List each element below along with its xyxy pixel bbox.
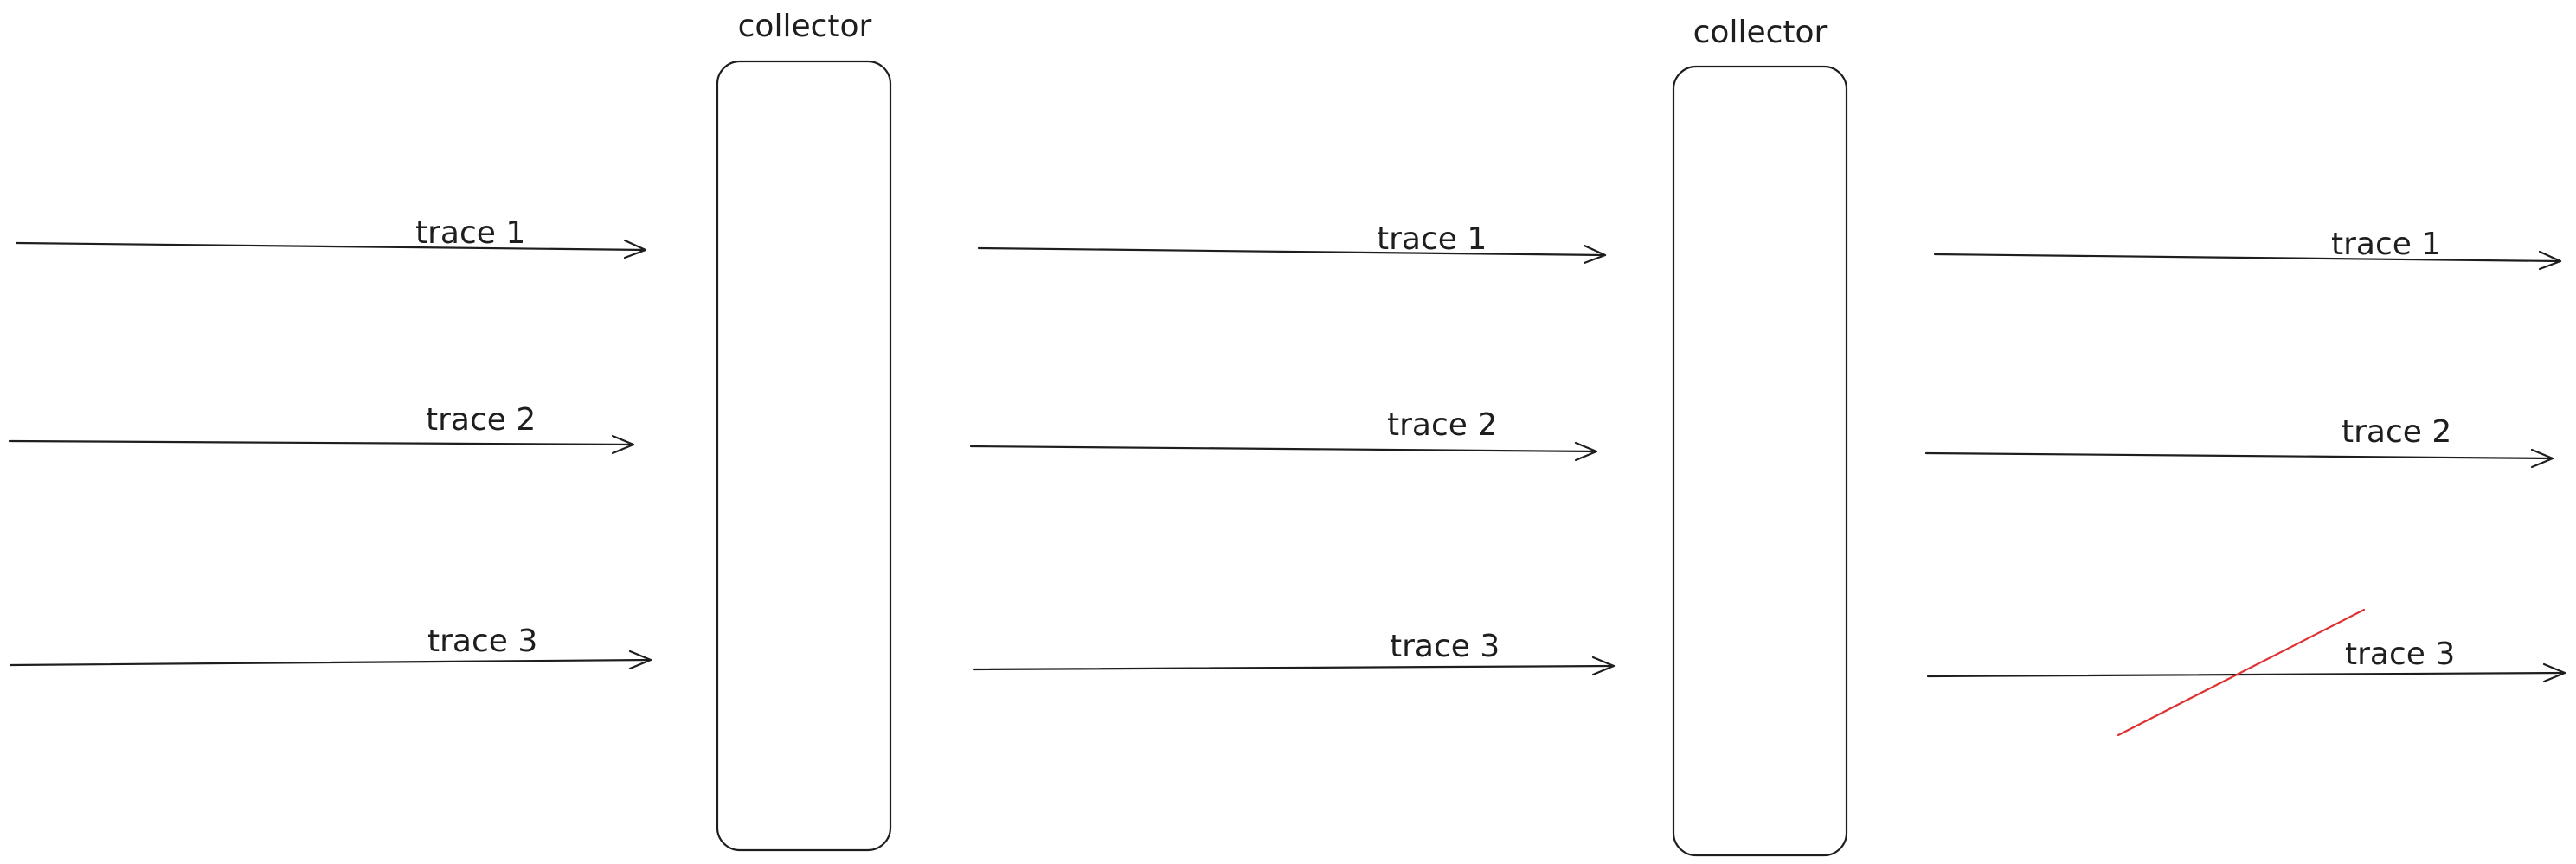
- arrow-head: [623, 239, 647, 259]
- trace-label: trace 1: [415, 215, 525, 251]
- collector-1[interactable]: collector: [716, 9, 892, 852]
- arrow-line: [9, 658, 652, 667]
- arrow-head: [2538, 250, 2562, 271]
- arrow-line: [1926, 671, 2566, 678]
- stage-2-traces: trace 1 trace 2 trace 3: [969, 221, 1616, 676]
- arrow-line: [1924, 451, 2554, 460]
- arrow-head: [611, 434, 635, 455]
- dropped-strike-line: [2117, 608, 2366, 737]
- arrow-line: [1933, 253, 2562, 263]
- arrow-head: [1574, 441, 1598, 462]
- collector-2-label: collector: [1693, 15, 1828, 50]
- arrow-head: [628, 650, 652, 670]
- trace-label: trace 2: [426, 402, 536, 438]
- stage-1-traces: trace 1 trace 2 trace 3: [8, 215, 652, 670]
- collector-1-box: [716, 60, 892, 852]
- arrow-head: [1583, 244, 1607, 265]
- arrow-head: [2530, 448, 2554, 469]
- trace-label: trace 3: [427, 624, 537, 659]
- arrow-line: [973, 664, 1616, 671]
- stage-3-trace-3: trace 3: [1926, 608, 2566, 737]
- arrow-head: [2542, 662, 2566, 683]
- stage-2-trace-2: trace 2: [969, 407, 1598, 462]
- stage-2-trace-1: trace 1: [977, 221, 1607, 265]
- arrow-line: [977, 246, 1607, 257]
- trace-label: trace 3: [1390, 629, 1500, 664]
- stage-1-trace-1: trace 1: [15, 215, 647, 259]
- stage-3-trace-2: trace 2: [1924, 414, 2554, 469]
- arrow-line: [969, 445, 1598, 453]
- stage-2-trace-3: trace 3: [973, 629, 1616, 676]
- arrow-line: [15, 241, 647, 252]
- stage-3-trace-1: trace 1: [1933, 227, 2562, 271]
- trace-label: trace 2: [2342, 414, 2451, 450]
- collector-2-box: [1672, 65, 1848, 857]
- trace-label: trace 1: [2331, 227, 2441, 262]
- trace-label: trace 3: [2345, 637, 2455, 672]
- trace-label: trace 2: [1387, 407, 1497, 443]
- collector-2[interactable]: collector: [1672, 15, 1848, 857]
- stage-1-trace-3: trace 3: [9, 624, 652, 670]
- stage-1-trace-2: trace 2: [8, 402, 635, 455]
- arrow-head: [1591, 656, 1616, 676]
- arrow-line: [8, 439, 635, 446]
- trace-label: trace 1: [1377, 221, 1487, 257]
- collector-1-label: collector: [738, 9, 872, 44]
- stage-3-traces: trace 1 trace 2 trace 3: [1924, 227, 2566, 737]
